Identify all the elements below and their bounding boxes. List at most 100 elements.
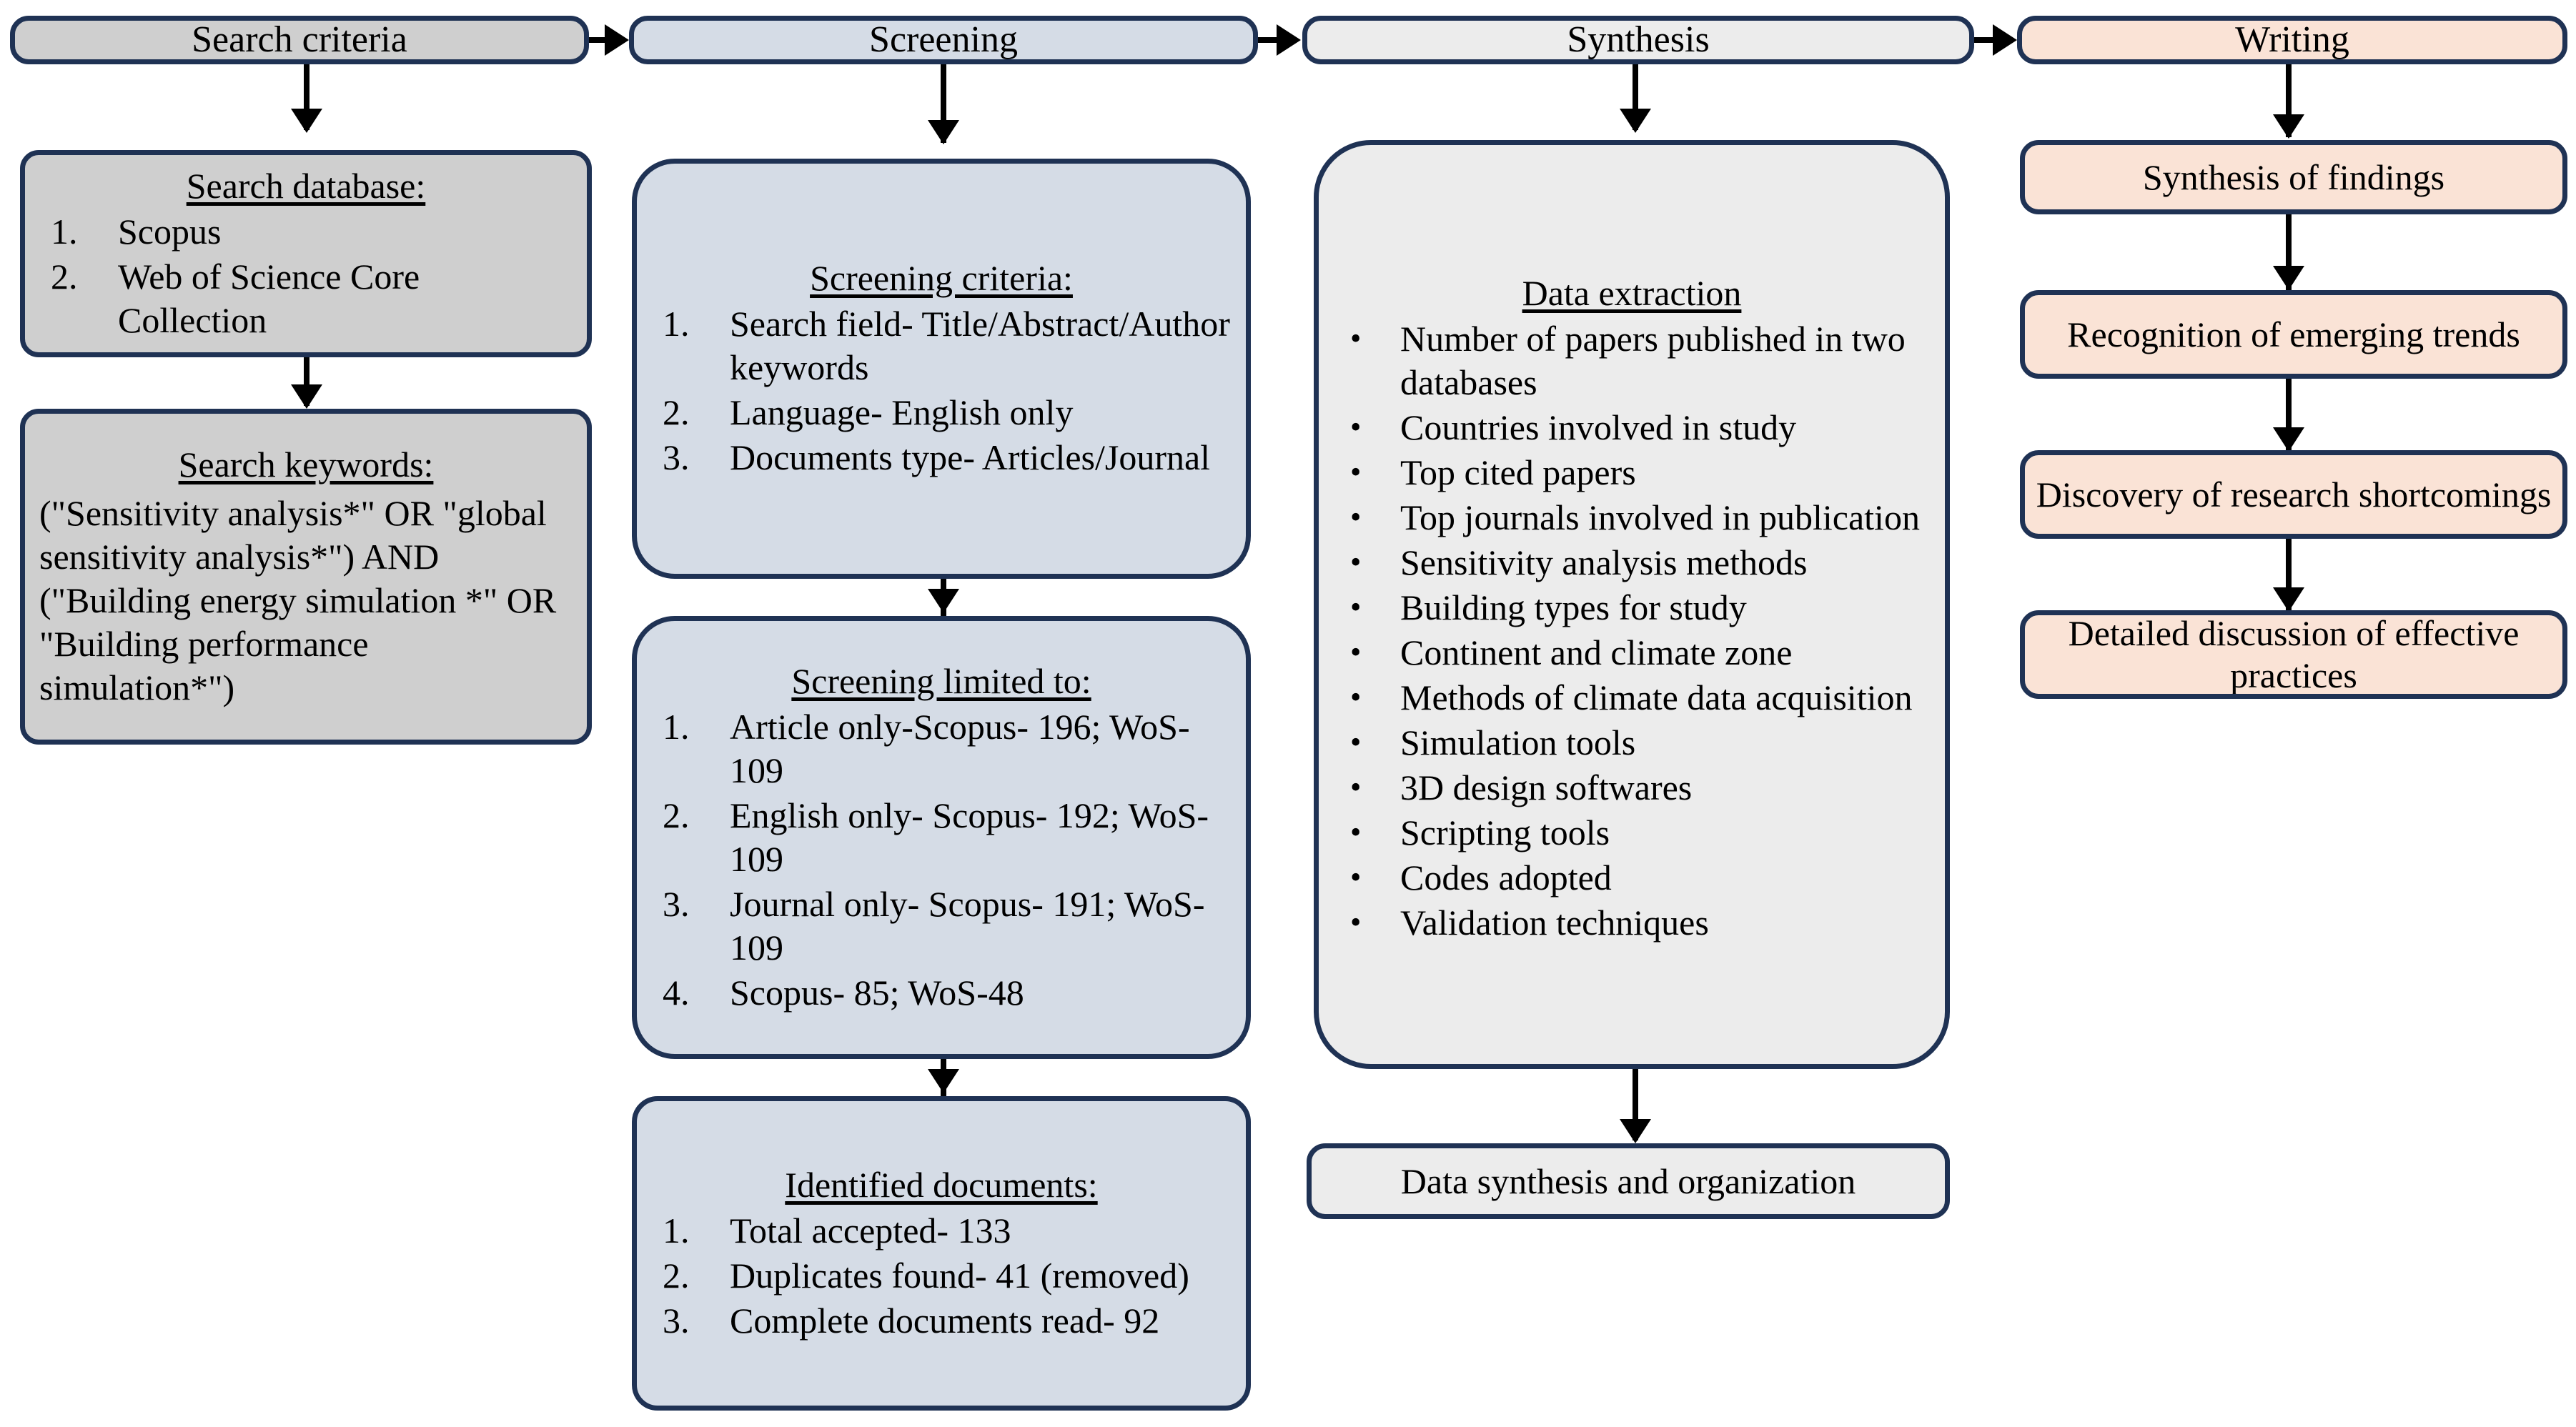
list-item: 2. Web of Science Core Collection bbox=[38, 255, 574, 342]
synthesis-of-findings-text: Synthesis of findings bbox=[2142, 156, 2445, 197]
list-marker: 1. bbox=[51, 211, 78, 252]
connector-findings-to-trends bbox=[2286, 214, 2292, 290]
node-screening-limited-to-heading: Screening limited to: bbox=[791, 660, 1091, 701]
list-item: 3. Journal only- Scopus- 191; WoS-109 bbox=[650, 882, 1233, 970]
connector-synthesisheader-to-extraction bbox=[1633, 64, 1638, 130]
list-item: •3D design softwares bbox=[1332, 766, 1932, 810]
list-item-text: Total accepted- 133 bbox=[730, 1210, 1011, 1251]
data-extraction-list: •Number of papers published in two datab… bbox=[1319, 317, 1945, 956]
list-item: 1. Article only-Scopus- 196; WoS-109 bbox=[650, 705, 1233, 792]
search-keywords-text: ("Sensitivity analysis*" OR "global sens… bbox=[39, 492, 557, 707]
list-item-text: Scopus bbox=[118, 211, 222, 252]
bullet-icon: • bbox=[1350, 860, 1362, 895]
bullet-icon: • bbox=[1350, 545, 1362, 580]
list-item: 3. Complete documents read- 92 bbox=[650, 1299, 1233, 1343]
list-item-text: Building types for study bbox=[1400, 587, 1747, 627]
list-item-text: Sensitivity analysis methods bbox=[1400, 542, 1808, 582]
bullet-icon: • bbox=[1350, 321, 1362, 356]
arrowhead-screening-to-synthesis bbox=[1277, 24, 1301, 56]
header-writing-label: Writing bbox=[2235, 19, 2349, 61]
bullet-icon: • bbox=[1350, 409, 1362, 444]
list-marker: 2. bbox=[663, 795, 690, 835]
list-item: • Validation techniques bbox=[1332, 901, 1932, 945]
list-item: • Top cited papers bbox=[1332, 451, 1932, 494]
node-search-database-heading: Search database: bbox=[186, 165, 426, 206]
list-marker: 4. bbox=[663, 972, 690, 1013]
bullet-icon: • bbox=[1350, 815, 1362, 850]
arrowhead-database-to-keywords bbox=[291, 384, 322, 409]
node-recognition-of-emerging-trends[interactable]: Recognition of emerging trends bbox=[2020, 290, 2567, 379]
connector-shortcomings-to-discussion bbox=[2286, 539, 2292, 610]
list-marker: 2. bbox=[663, 1255, 690, 1296]
header-search-criteria[interactable]: Search criteria bbox=[10, 16, 589, 64]
header-search-criteria-label: Search criteria bbox=[192, 19, 407, 61]
header-writing[interactable]: Writing bbox=[2017, 16, 2567, 64]
connector-database-to-keywords bbox=[304, 357, 309, 406]
node-search-keywords-heading: Search keywords: bbox=[178, 444, 434, 484]
node-data-synthesis-and-organization[interactable]: Data synthesis and organization bbox=[1307, 1143, 1950, 1219]
bullet-icon: • bbox=[1350, 499, 1362, 534]
connector-screening-to-synthesis bbox=[1258, 37, 1284, 43]
list-marker: 2. bbox=[51, 256, 78, 297]
bullet-icon: • bbox=[1350, 680, 1362, 715]
list-item-text: Validation techniques bbox=[1400, 903, 1709, 943]
connector-trends-to-shortcomings bbox=[2286, 379, 2292, 450]
node-screening-limited-to[interactable]: Screening limited to: 1. Article only-Sc… bbox=[632, 616, 1251, 1059]
arrowhead-shortcomings-to-discussion bbox=[2273, 587, 2304, 612]
list-item: 2. Language- English only bbox=[650, 391, 1233, 434]
list-item-text: Simulation tools bbox=[1400, 722, 1636, 762]
node-discovery-of-research-shortcomings[interactable]: Discovery of research shortcomings bbox=[2020, 450, 2567, 539]
discovery-of-research-shortcomings-text: Discovery of research shortcomings bbox=[2036, 474, 2552, 514]
node-data-extraction-heading: Data extraction bbox=[1522, 273, 1742, 313]
list-item-text: Top journals involved in publication bbox=[1400, 497, 1920, 537]
node-data-extraction[interactable]: Data extraction •Number of papers publis… bbox=[1314, 140, 1950, 1069]
list-item: •Number of papers published in two datab… bbox=[1332, 317, 1932, 404]
bullet-icon: • bbox=[1350, 905, 1362, 940]
list-item-text: Continent and climate zone bbox=[1400, 632, 1793, 672]
list-marker: 3. bbox=[663, 883, 690, 924]
list-item-text: Scopus- 85; WoS-48 bbox=[730, 972, 1024, 1013]
node-screening-criteria-heading: Screening criteria: bbox=[810, 258, 1073, 298]
arrowhead-writingheader-to-findings bbox=[2273, 114, 2304, 139]
list-item-text: English only- Scopus- 192; WoS-109 bbox=[730, 795, 1209, 879]
list-item-text: Search field- Title/Abstract/Author keyw… bbox=[730, 304, 1230, 387]
node-identified-documents-heading: Identified documents: bbox=[785, 1164, 1098, 1205]
list-item-text: Top cited papers bbox=[1400, 452, 1636, 492]
list-item: • Building types for study bbox=[1332, 586, 1932, 630]
connector-synthesis-to-writing bbox=[1974, 37, 2000, 43]
header-synthesis-label: Synthesis bbox=[1567, 19, 1710, 61]
arrowhead-limited-to-identified bbox=[928, 1069, 959, 1093]
list-item-text: Duplicates found- 41 (removed) bbox=[730, 1255, 1189, 1296]
list-item-text: Language- English only bbox=[730, 392, 1074, 432]
node-synthesis-of-findings[interactable]: Synthesis of findings bbox=[2020, 140, 2567, 214]
bullet-icon: • bbox=[1350, 635, 1362, 670]
arrowhead-synthesisheader-to-extraction bbox=[1620, 109, 1651, 133]
node-identified-documents[interactable]: Identified documents: 1. Total accepted-… bbox=[632, 1096, 1251, 1411]
list-item: •Codes adopted bbox=[1332, 856, 1932, 900]
identified-documents-list: 1. Total accepted- 133 2. Duplicates fou… bbox=[637, 1209, 1246, 1354]
list-marker: 1. bbox=[663, 706, 690, 747]
node-detailed-discussion-of-effective-practices[interactable]: Detailed discussion of effective practic… bbox=[2020, 610, 2567, 699]
list-item-text: Countries involved in study bbox=[1400, 407, 1797, 447]
connector-search-to-screening bbox=[589, 37, 613, 43]
connector-writingheader-to-findings bbox=[2286, 64, 2292, 137]
header-synthesis[interactable]: Synthesis bbox=[1302, 16, 1974, 64]
bullet-icon: • bbox=[1350, 590, 1362, 625]
list-item-text: Journal only- Scopus- 191; WoS-109 bbox=[730, 883, 1205, 968]
header-screening[interactable]: Screening bbox=[629, 16, 1258, 64]
list-item-text: 3D design softwares bbox=[1400, 767, 1693, 807]
list-item: •Methods of climate data acquisition bbox=[1332, 676, 1932, 720]
list-item: 2. Duplicates found- 41 (removed) bbox=[650, 1254, 1233, 1298]
detailed-discussion-of-effective-practices-text: Detailed discussion of effective practic… bbox=[2068, 613, 2520, 695]
node-search-database[interactable]: Search database: 1. Scopus 2. Web of Sci… bbox=[20, 150, 592, 357]
bullet-icon: • bbox=[1350, 454, 1362, 489]
node-screening-criteria[interactable]: Screening criteria: 1. Search field- Tit… bbox=[632, 159, 1251, 579]
node-search-keywords[interactable]: Search keywords: ("Sensitivity analysis*… bbox=[20, 409, 592, 745]
list-item-text: Scripting tools bbox=[1400, 812, 1610, 852]
arrowhead-searchheader-to-database bbox=[291, 109, 322, 133]
arrowhead-trends-to-shortcomings bbox=[2273, 427, 2304, 452]
list-item: 3. Documents type- Articles/Journal bbox=[650, 436, 1233, 479]
list-item: 2. English only- Scopus- 192; WoS-109 bbox=[650, 794, 1233, 881]
list-item-text: Complete documents read- 92 bbox=[730, 1300, 1160, 1341]
